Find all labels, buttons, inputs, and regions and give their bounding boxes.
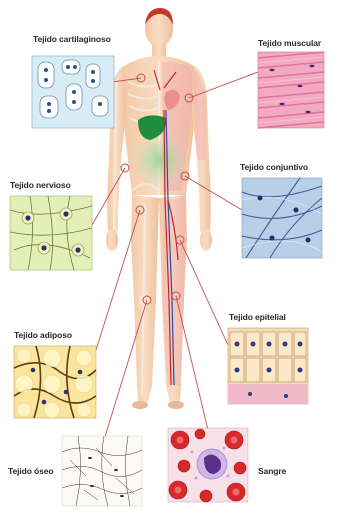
abdomen-glow [130, 130, 190, 190]
blood-tissue-panel [168, 428, 248, 502]
bone-tissue-panel [62, 436, 142, 506]
muscle-tissue-panel [258, 52, 324, 128]
adipose-tissue-panel [14, 346, 96, 418]
label-tejido-oseo: Tejido óseo [8, 466, 54, 476]
connective-tissue-panel [242, 178, 322, 258]
label-tejido-cartilaginoso: Tejido cartilaginoso [33, 34, 111, 44]
neck [152, 44, 166, 58]
label-tejido-nervioso: Tejido nervioso [10, 180, 71, 190]
right-foot [168, 401, 184, 409]
left-hand [106, 229, 118, 251]
epithelial-tissue-panel [228, 328, 308, 404]
nerve-tissue-panel [10, 196, 92, 270]
label-sangre: Sangre [258, 466, 286, 476]
left-foot [132, 401, 148, 409]
label-tejido-muscular: Tejido muscular [258, 38, 321, 48]
right-hand [200, 229, 212, 251]
human-body-figure [106, 8, 212, 409]
label-tejido-conjuntivo: Tejido conjuntivo [240, 162, 308, 172]
label-tejido-epitelial: Tejido epitelial [229, 312, 286, 322]
label-tejido-adiposo: Tejido adiposo [14, 330, 72, 340]
cartilage-tissue-panel [32, 56, 114, 128]
